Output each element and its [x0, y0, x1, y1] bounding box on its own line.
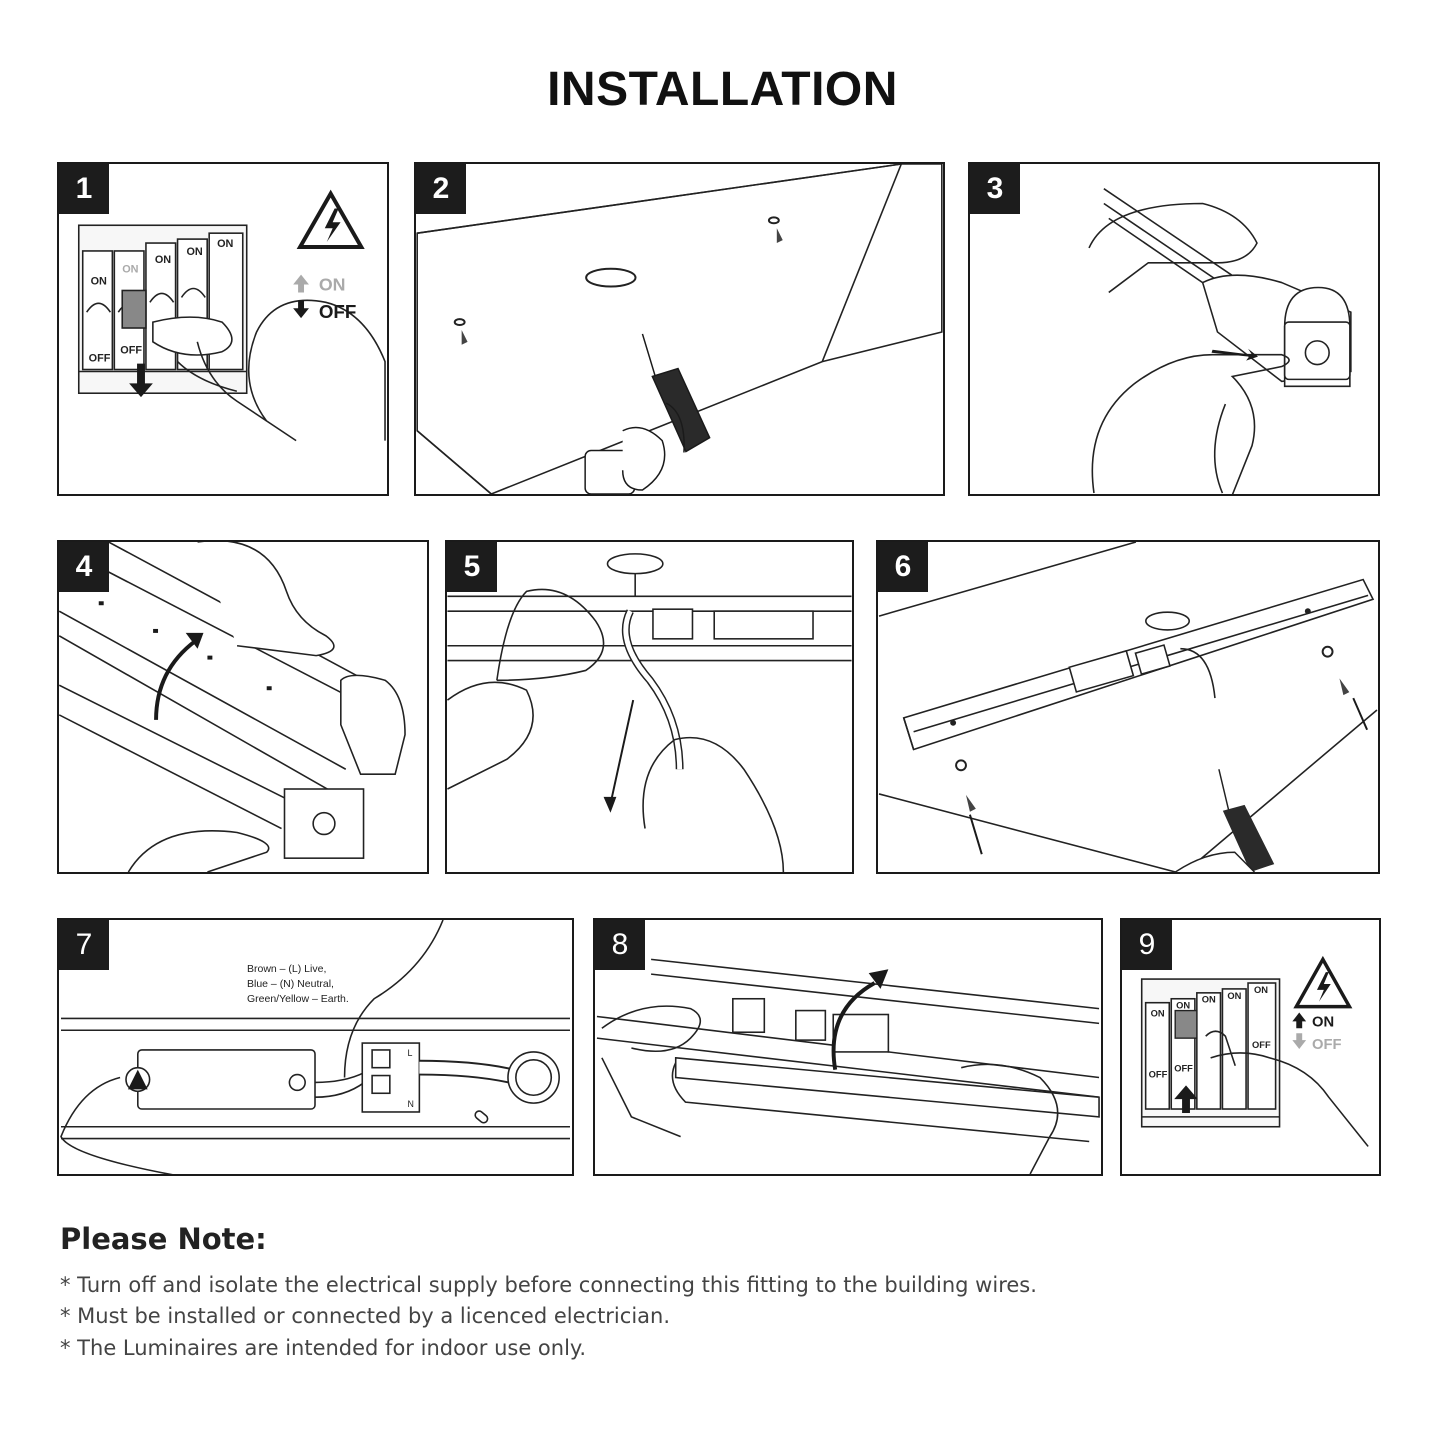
step-5-number: 5 [447, 542, 497, 592]
arrow-down-icon [129, 363, 153, 398]
svg-text:OFF: OFF [1149, 1070, 1168, 1080]
svg-text:ON: ON [186, 246, 202, 258]
arrow-up-icon [1174, 1085, 1198, 1113]
step-4-number: 4 [59, 542, 109, 592]
svg-text:ON: ON [1254, 985, 1268, 995]
drill-icon [1175, 769, 1275, 872]
arrow-down-icon [1292, 1033, 1307, 1049]
step-6-panel: 6 [876, 540, 1380, 874]
arrow-down-icon [293, 300, 309, 319]
step-8-number: 8 [595, 920, 645, 970]
note-line-1: * Turn off and isolate the electrical su… [60, 1273, 1037, 1297]
step-4-panel: 4 [57, 540, 429, 874]
drill-icon [584, 333, 711, 494]
svg-text:L: L [408, 1048, 413, 1058]
wiring-illustration: L N [60, 920, 570, 1174]
step-9-panel: 9 ON OFF ON ON ON ON ON OFF [1120, 918, 1381, 1176]
svg-text:ON: ON [1227, 991, 1241, 1001]
breaker-on-illustration: ON OFF ON ON ON ON ON OFF OFF OFF [1140, 955, 1369, 1147]
open-channel-illustration [59, 542, 406, 872]
mounting-illustration [878, 542, 1378, 872]
step-2-panel: 2 [414, 162, 945, 496]
svg-text:ON: ON [1202, 995, 1216, 1005]
step-3-number: 3 [970, 164, 1020, 214]
page-title: INSTALLATION [547, 63, 898, 116]
step-8-panel: 8 [593, 918, 1103, 1176]
screw-icon [767, 216, 783, 244]
curved-arrow-icon [154, 639, 197, 720]
note-heading: Please Note: [60, 1222, 267, 1256]
svg-text:ON: ON [1151, 1008, 1165, 1018]
wiring-brown: Brown – (L) Live, [247, 963, 327, 975]
wiring-legend: Brown – (L) Live, Blue – (N) Neutral, Gr… [247, 962, 349, 1007]
step-3-panel: 3 [968, 162, 1380, 496]
note-line-3: * The Luminaires are intended for indoor… [60, 1336, 587, 1360]
cable-feed-illustration [447, 553, 852, 872]
screw-icon [965, 794, 976, 812]
svg-text:ON: ON [1176, 1001, 1190, 1011]
screw-icon [453, 318, 468, 345]
end-cap-removal-illustration [1088, 188, 1352, 494]
warning-lightning-icon [296, 189, 365, 249]
switch-on-label: ON [319, 274, 346, 294]
curved-arrow-icon [831, 981, 876, 1070]
svg-text:OFF: OFF [1174, 1064, 1193, 1074]
svg-text:ON: ON [217, 238, 233, 250]
close-channel-illustration [596, 958, 1100, 1174]
breaker-off-illustration: ON OFF ON ON ON ON ON OFF OFF [77, 189, 386, 442]
wiring-earth: Green/Yellow – Earth. [247, 993, 349, 1005]
svg-text:ON: ON [91, 276, 107, 288]
switch-off-label: OFF [1312, 1037, 1342, 1053]
step-1-panel: 1 ON OFF [57, 162, 389, 496]
switch-on-label: ON [1312, 1014, 1334, 1030]
step-6-number: 6 [878, 542, 928, 592]
step-9-number: 9 [1122, 920, 1172, 970]
warning-lightning-icon [1293, 955, 1353, 1009]
step-1-number: 1 [59, 164, 109, 214]
step-7-number: 7 [59, 920, 109, 970]
switch-off-label: OFF [319, 301, 357, 322]
svg-text:OFF: OFF [1252, 1040, 1271, 1050]
screw-icon [1339, 678, 1350, 696]
svg-text:OFF: OFF [89, 353, 111, 365]
step-5-panel: 5 [445, 540, 854, 874]
note-line-2: * Must be installed or connected by a li… [60, 1304, 671, 1328]
svg-text:OFF: OFF [120, 345, 142, 357]
step-2-number: 2 [416, 164, 466, 214]
svg-text:ON: ON [122, 264, 138, 276]
arrow-up-icon [1292, 1012, 1307, 1029]
wiring-blue: Blue – (N) Neutral, [247, 978, 334, 990]
svg-text:ON: ON [155, 254, 171, 266]
svg-text:N: N [408, 1099, 414, 1109]
step-7-panel: 7 Brown – (L) Live, Blue – (N) Neutral, … [57, 918, 574, 1176]
arrow-up-icon [293, 274, 309, 293]
ceiling-drilling-illustration [416, 164, 943, 494]
